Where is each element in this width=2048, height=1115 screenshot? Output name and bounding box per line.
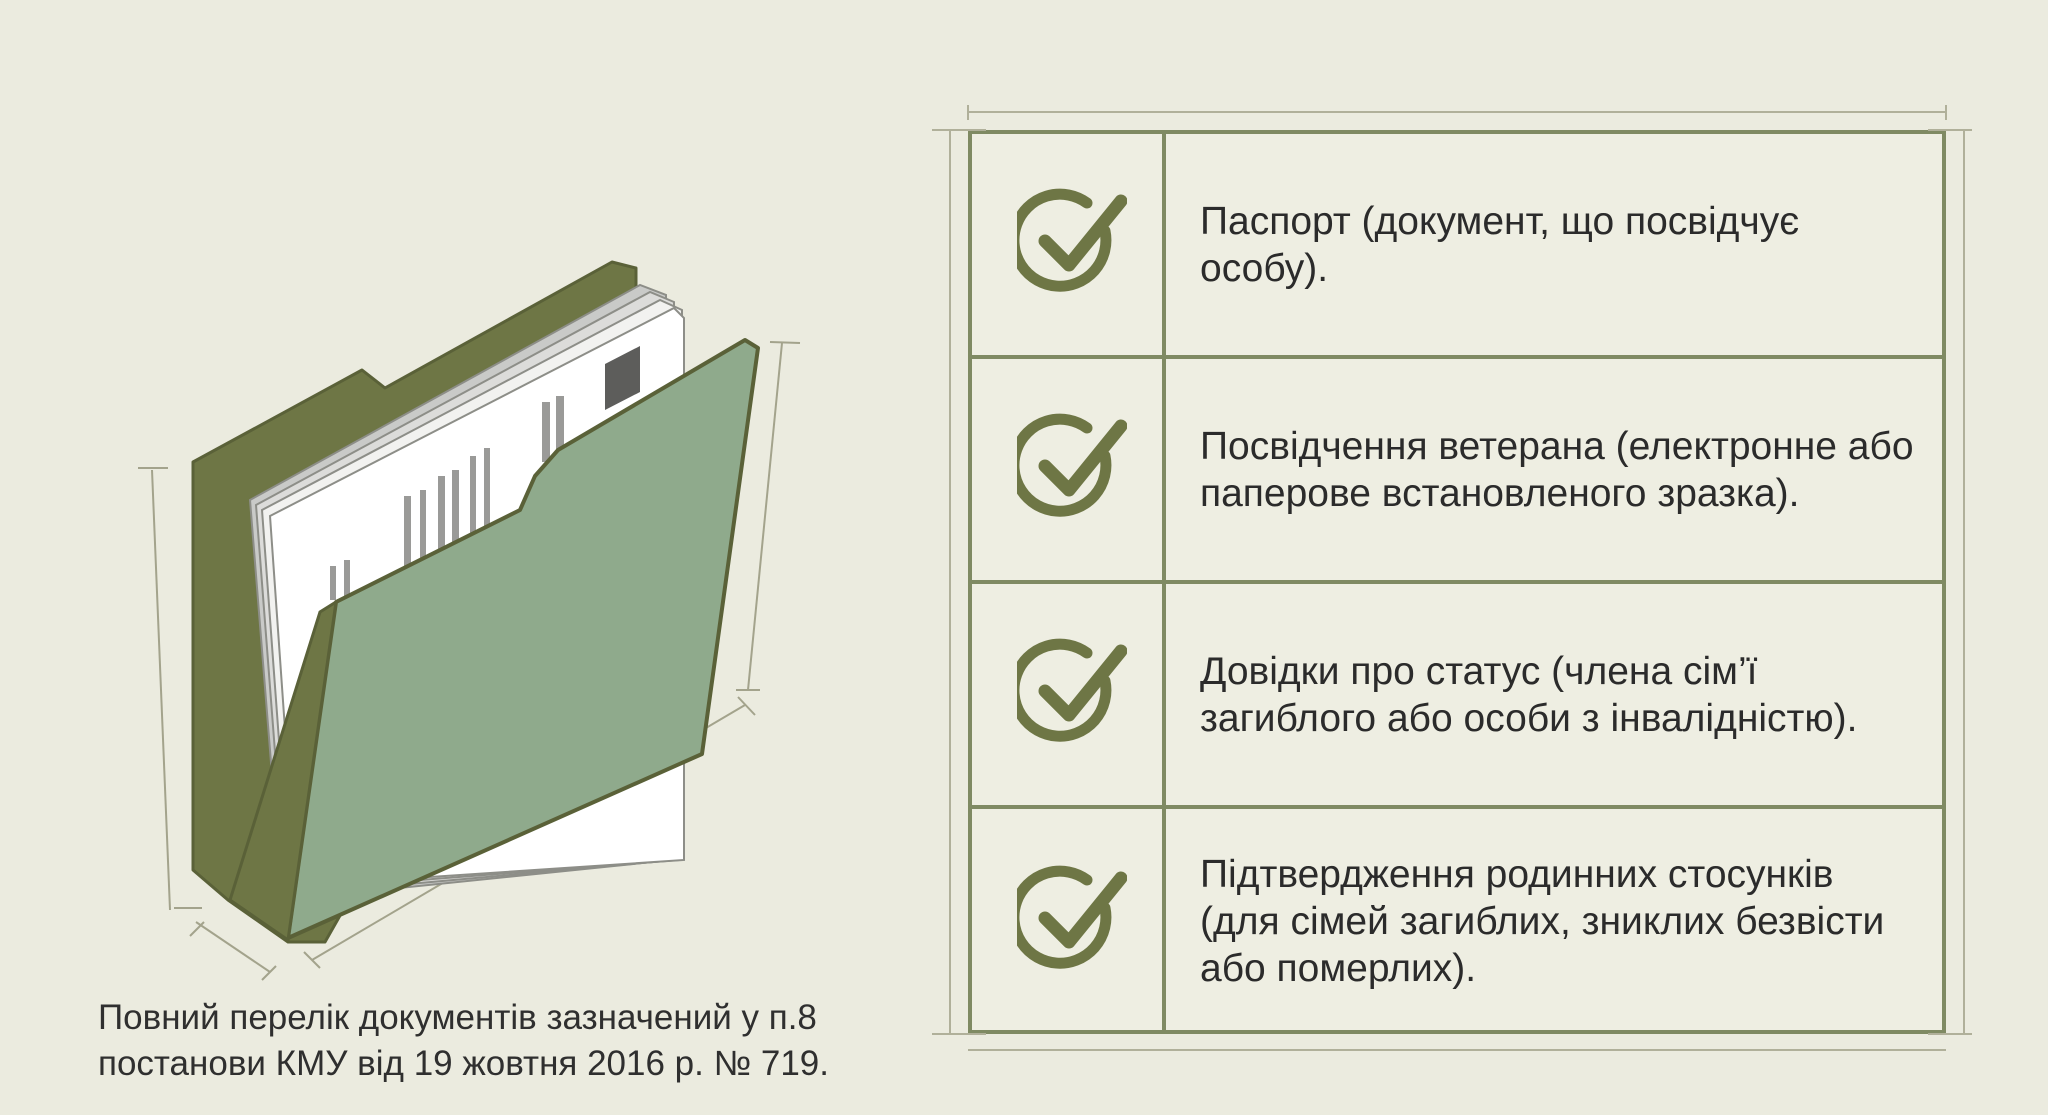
caption-line-2: постанови КМУ від 19 жовтня 2016 р. № 71… xyxy=(98,1044,829,1083)
checklist-row: Довідки про статус (члена сім’ї загиблог… xyxy=(972,584,1942,809)
caption: Повний перелік документів зазначений у п… xyxy=(98,995,918,1087)
check-circle-icon xyxy=(1017,638,1127,742)
checklist-item-text: Посвідчення ветерана (електронне або пап… xyxy=(1200,424,1914,515)
folder-spine xyxy=(228,599,338,943)
checklist-item-text: Підтвердження родинних стосунків (для сі… xyxy=(1200,853,1885,990)
check-cell xyxy=(972,134,1166,355)
check-cell xyxy=(972,809,1166,1034)
check-circle-icon xyxy=(1017,188,1127,292)
caption-line-1: Повний перелік документів зазначений у п… xyxy=(98,998,817,1037)
document-checklist: Паспорт (документ, що посвідчує особу). … xyxy=(968,130,1946,1034)
check-cell xyxy=(972,584,1166,805)
check-circle-icon xyxy=(1017,865,1127,969)
checklist-item-text: Довідки про статус (члена сім’ї загиблог… xyxy=(1200,649,1858,740)
checklist-row: Паспорт (документ, що посвідчує особу). xyxy=(972,134,1942,359)
checklist-row: Посвідчення ветерана (електронне або пап… xyxy=(972,359,1942,584)
folder-illustration xyxy=(138,260,801,981)
check-circle-icon xyxy=(1017,413,1127,517)
checklist-row: Підтвердження родинних стосунків (для сі… xyxy=(972,809,1942,1034)
check-cell xyxy=(972,359,1166,580)
checklist-item-text: Паспорт (документ, що посвідчує особу). xyxy=(1200,199,1800,290)
folder-front-cover xyxy=(286,338,760,940)
